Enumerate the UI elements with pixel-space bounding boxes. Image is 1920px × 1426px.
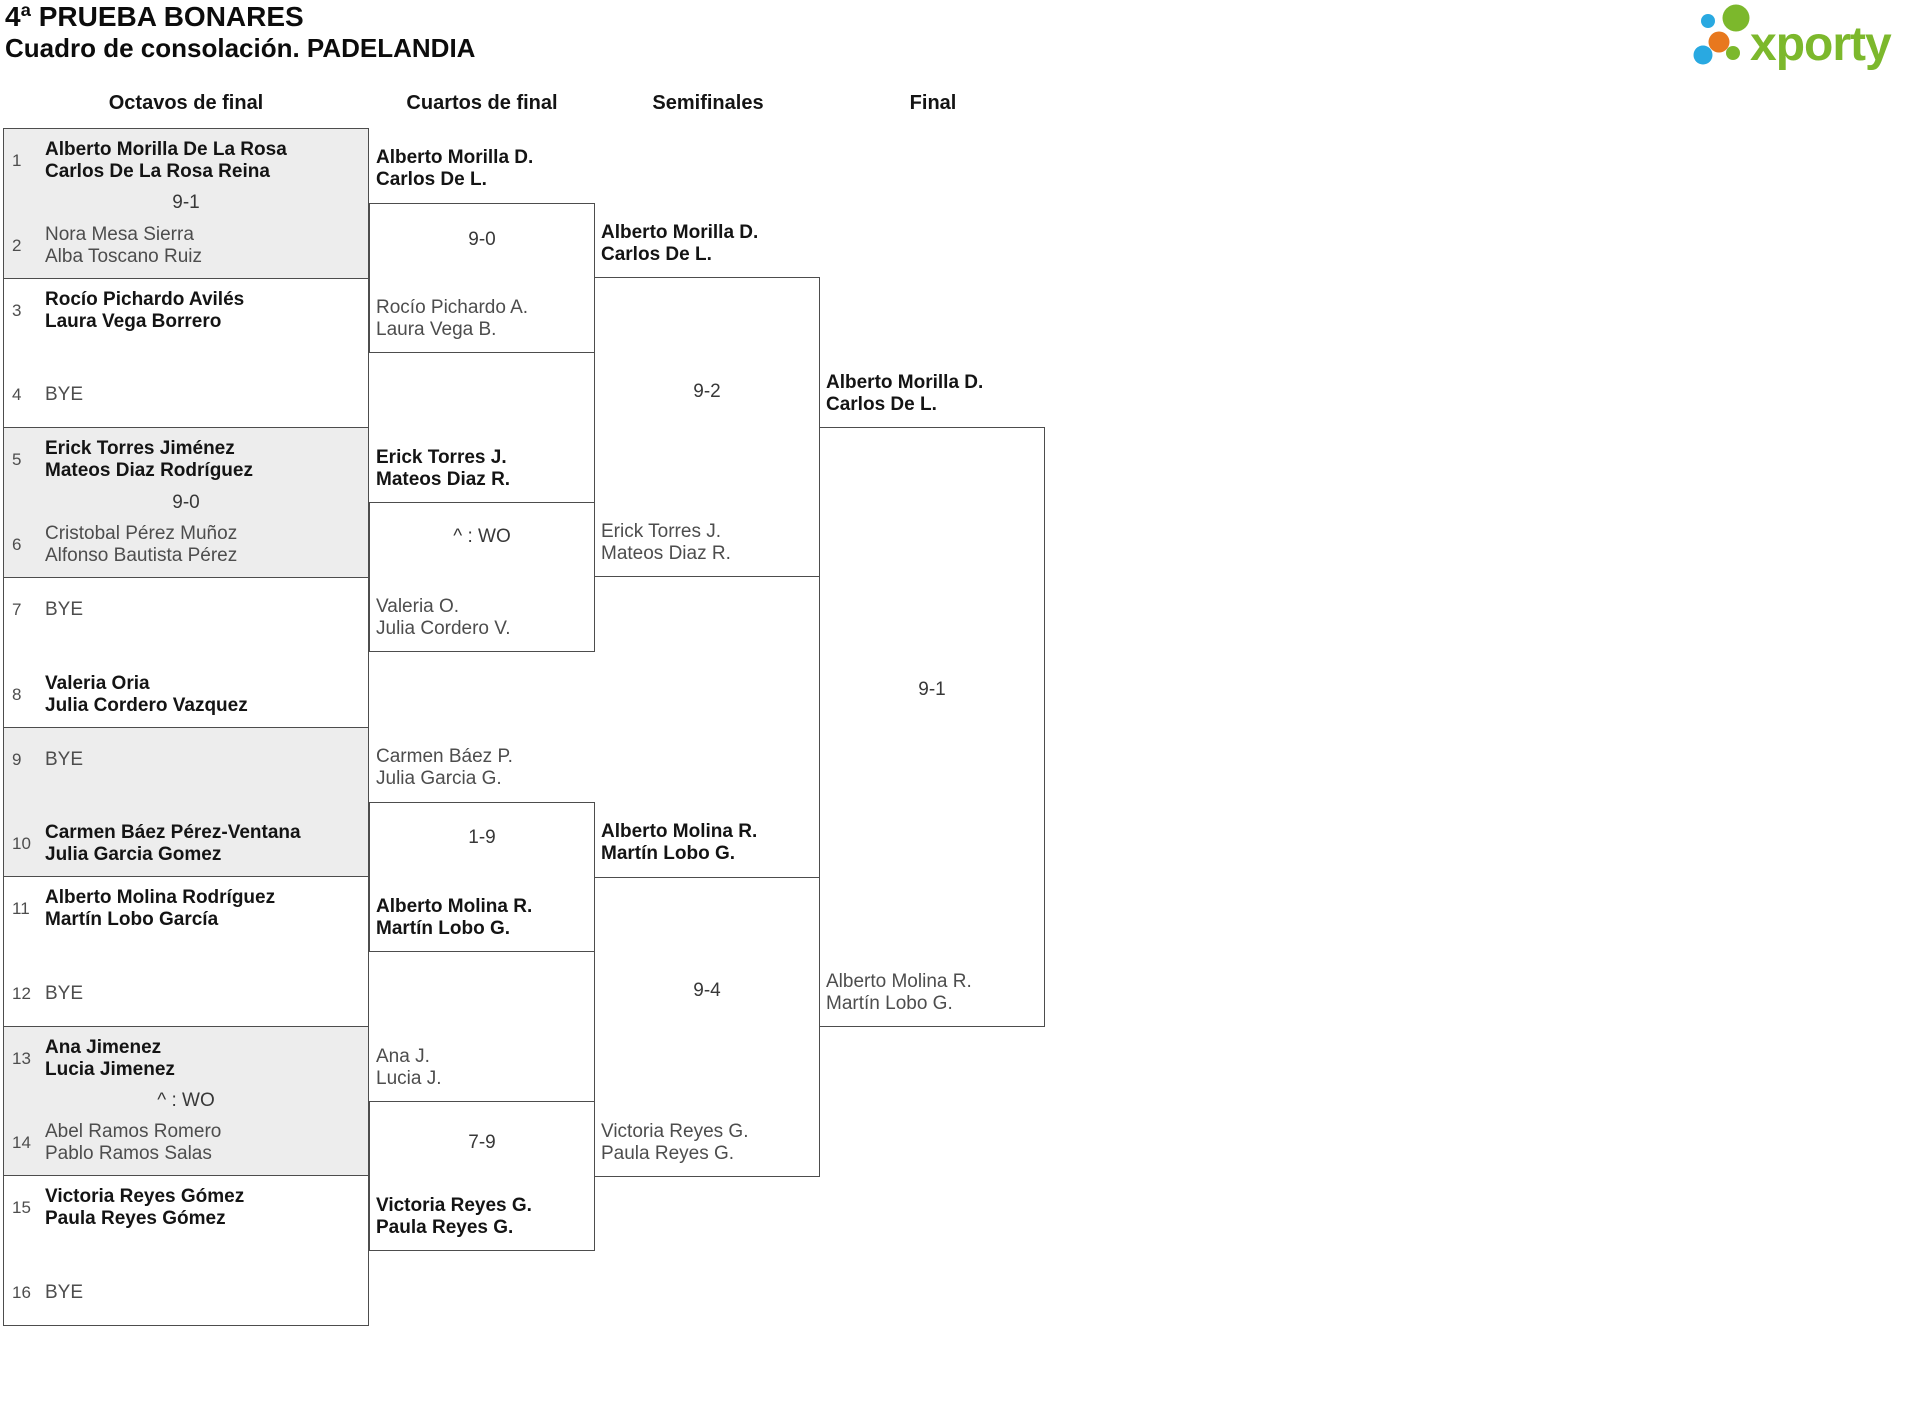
team-name: BYE (45, 1282, 84, 1303)
logo-dot-green-large (1722, 4, 1750, 32)
xporty-logo-icon: xporty (1693, 4, 1893, 71)
qf3-score: 1-9 (468, 827, 496, 848)
seed-number: 4 (12, 385, 22, 405)
seed-number: 15 (12, 1198, 31, 1218)
logo-dot-green-small (1726, 46, 1740, 60)
logo-dot-blue-small (1701, 14, 1715, 28)
team-name: BYE (45, 598, 84, 620)
qf4-top-team: Ana J.Lucia J. (376, 1046, 442, 1089)
match-score: ^ : WO (157, 1090, 215, 1112)
match-score: 9-1 (172, 192, 200, 214)
qf-match-2-box (369, 502, 595, 652)
seed-number: 6 (12, 534, 22, 554)
qf1-score: 9-0 (468, 229, 496, 250)
seed-number: 9 (12, 749, 22, 769)
seed-number: 16 (12, 1283, 31, 1302)
seed-number: 8 (12, 684, 22, 704)
sf1-bottom-team: Erick Torres J.Mateos Diaz R. (601, 521, 731, 564)
seed-number: 2 (12, 235, 22, 255)
team-name: BYE (45, 384, 84, 406)
xporty-logo[interactable]: xporty (1684, 2, 1914, 79)
final-top-team: Alberto Morilla D.Carlos De L. (826, 372, 984, 415)
sf1-score: 9-2 (693, 381, 721, 402)
match-score: 9-0 (172, 491, 200, 513)
round-header-cuartos: Cuartos de final (406, 92, 558, 114)
final-match-box (819, 427, 1045, 1027)
seed-number: 3 (12, 300, 22, 320)
xporty-logo-text: xporty (1750, 18, 1892, 71)
qf2-top-team: Erick Torres J.Mateos Diaz R. (376, 447, 511, 490)
seed-number: 13 (12, 1048, 31, 1068)
page-title: 4ª PRUEBA BONARES (5, 1, 304, 32)
seed-number: 11 (12, 899, 30, 919)
sf2-top-team: Alberto Molina R.Martín Lobo G. (601, 821, 758, 864)
page-subtitle: Cuadro de consolación. PADELANDIA (5, 33, 476, 63)
final-bottom-team: Alberto Molina R.Martín Lobo G. (826, 971, 972, 1014)
sf2-bottom-team: Victoria Reyes G.Paula Reyes G. (601, 1121, 749, 1164)
logo-dot-blue-large (1693, 45, 1713, 65)
sf1-top-team: Alberto Morilla D.Carlos De L. (601, 222, 759, 265)
round-header-octavos: Octavos de final (108, 92, 264, 114)
logo-dot-orange (1708, 31, 1730, 53)
qf1-top-team: Alberto Morilla D.Carlos De L. (376, 147, 534, 190)
team-name: BYE (45, 982, 84, 1004)
seed-number: 7 (12, 599, 22, 619)
final-score: 9-1 (918, 679, 946, 700)
seed-number: 12 (12, 983, 31, 1003)
sf-match-2-box (594, 877, 820, 1177)
qf3-bottom-team: Alberto Molina R.Martín Lobo G. (376, 896, 533, 939)
qf2-score: ^ : WO (453, 526, 511, 547)
round-header-final: Final (909, 92, 957, 114)
qf2-bottom-team: Valeria O.Julia Cordero V. (376, 596, 511, 639)
qf4-score: 7-9 (468, 1132, 496, 1153)
qf3-top-team: Carmen Báez P.Julia Garcia G. (376, 746, 513, 789)
seed-number: 1 (12, 151, 22, 170)
seed-number: 5 (12, 450, 22, 470)
round-header-semifinales: Semifinales (652, 92, 764, 114)
team-name: BYE (45, 748, 84, 770)
seed-number: 14 (12, 1133, 31, 1153)
sf2-score: 9-4 (693, 980, 721, 1001)
seed-number: 10 (12, 834, 31, 854)
qf1-bottom-team: Rocío Pichardo A.Laura Vega B. (376, 297, 529, 340)
qf4-bottom-team: Victoria Reyes G.Paula Reyes G. (376, 1195, 532, 1238)
